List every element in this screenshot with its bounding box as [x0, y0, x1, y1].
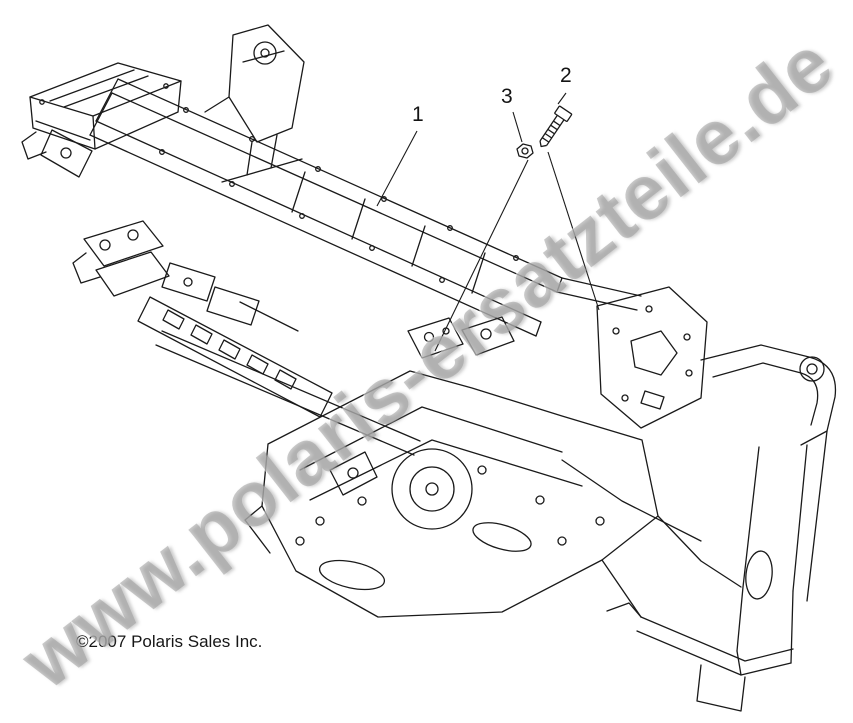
callout-3: 3 — [501, 85, 513, 108]
callout-1: 1 — [412, 103, 424, 126]
frame-drawing — [21, 24, 837, 712]
bolt-icon — [539, 105, 573, 148]
callout-2: 2 — [560, 64, 572, 87]
callout-leader-lines — [376, 92, 600, 352]
copyright-text: ©2007 Polaris Sales Inc. — [76, 632, 263, 651]
nut-icon — [516, 143, 534, 159]
